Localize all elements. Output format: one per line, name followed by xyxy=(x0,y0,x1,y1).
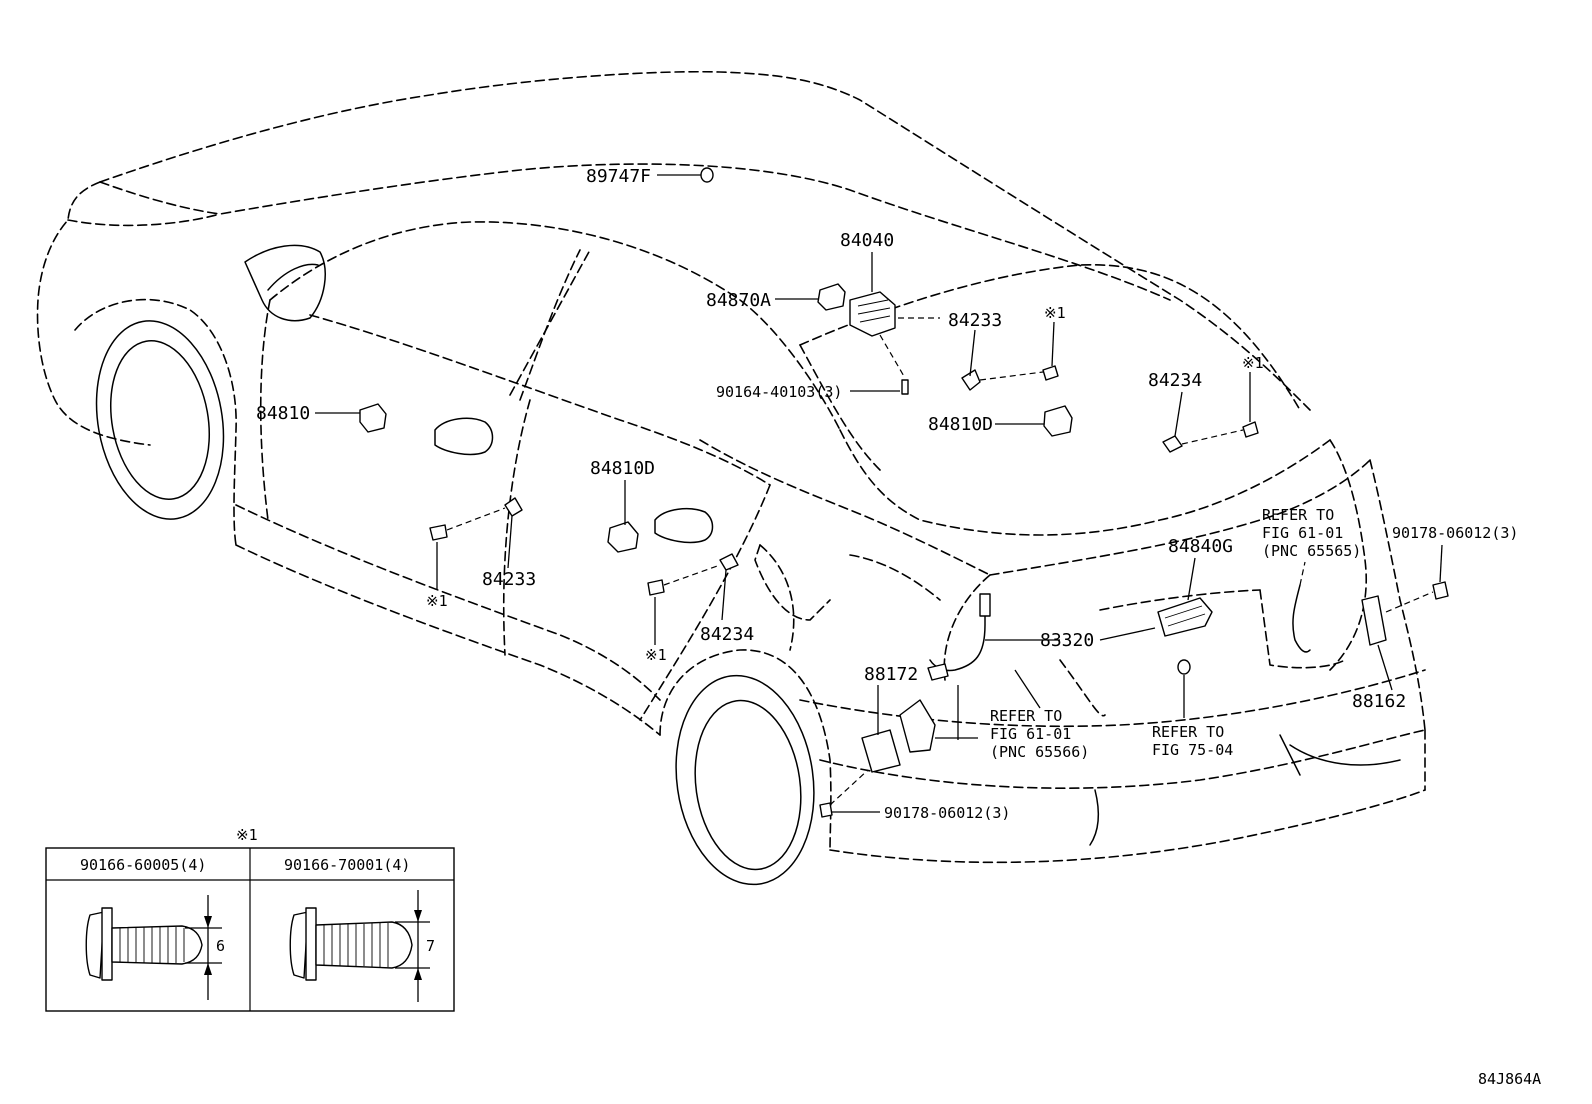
inset-dim-1: 6 xyxy=(216,937,225,955)
inset-dim-2: 7 xyxy=(426,937,435,955)
sensor-88162 xyxy=(1361,595,1387,646)
parts xyxy=(359,167,1449,818)
leader-lines xyxy=(315,174,1443,813)
label-88162: 88162 xyxy=(1352,691,1406,712)
nut-90178-bottom xyxy=(819,802,833,818)
label-90164: 90164-40103(3) xyxy=(716,383,842,401)
label-84234-top: 84234 xyxy=(1148,370,1202,391)
ref-fig-6101-a-line3: (PNC 65565) xyxy=(1262,542,1361,560)
label-84870a: 84870A xyxy=(706,290,771,311)
inset-col2-header: 90166-70001(4) xyxy=(284,856,410,874)
switch-84040 xyxy=(849,291,896,337)
clip-84234-top xyxy=(1162,435,1183,453)
label-83320: 83320 xyxy=(1040,630,1094,651)
label-84810d-top: 84810D xyxy=(928,414,993,435)
fastener-inset-table: ※1 90166-60005(4) 90166-70001(4) 6 xyxy=(45,826,455,1012)
label-90178-right: 90178-06012(3) xyxy=(1392,524,1518,542)
note-mark-side-1: ※1 xyxy=(426,592,448,610)
reference-notes: REFER TO FIG 61-01 (PNC 65565) REFER TO … xyxy=(990,506,1361,761)
ref-fig-6101-a-line1: REFER TO xyxy=(1262,506,1334,524)
switch-84810d-top xyxy=(1043,405,1073,437)
car-solid-details xyxy=(95,244,1401,886)
bolt-90166-70001-icon: 7 xyxy=(289,890,435,1002)
clip-84233-top xyxy=(961,369,981,391)
switch-84870a xyxy=(817,283,846,311)
label-90178-bottom: 90178-06012(3) xyxy=(884,804,1010,822)
inset-col1-header: 90166-60005(4) xyxy=(80,856,206,874)
ref-fig-6101-a-line2: FIG 61-01 xyxy=(1262,524,1343,542)
inset-note-mark: ※1 xyxy=(236,826,258,844)
nut-90178-right xyxy=(1432,581,1449,600)
part-labels: 89747F 84040 84870A 84233 ※1 90164-40103… xyxy=(256,166,1518,822)
note-mark-top-2: ※1 xyxy=(1242,354,1264,372)
clip-84233-side xyxy=(504,497,523,517)
screw-top-2 xyxy=(1242,421,1259,438)
screw-side-2 xyxy=(647,579,665,596)
label-84233-top: 84233 xyxy=(948,310,1002,331)
note-mark-top-1: ※1 xyxy=(1044,304,1066,322)
label-89747f: 89747F xyxy=(586,166,651,187)
grommet-89747f xyxy=(700,167,714,183)
screw-90164 xyxy=(901,379,909,395)
ref-fig-6101-b-line1: REFER TO xyxy=(990,707,1062,725)
label-88172: 88172 xyxy=(864,664,918,685)
sensor-88172 xyxy=(861,729,901,773)
switch-84810d-side xyxy=(607,521,639,553)
car-body-outline xyxy=(36,70,1426,864)
note-mark-side-2: ※1 xyxy=(645,646,667,664)
bracket-88172 xyxy=(899,699,936,753)
switch-84840g xyxy=(1157,597,1213,637)
harness-83320 xyxy=(929,597,986,672)
label-84810d-side: 84810D xyxy=(590,458,655,479)
diagram-id: 84J864A xyxy=(1478,1070,1541,1088)
label-84840g: 84840G xyxy=(1168,536,1233,557)
label-84810: 84810 xyxy=(256,403,310,424)
label-84234-side: 84234 xyxy=(700,624,754,645)
screw-side-1 xyxy=(429,524,448,541)
bolt-90166-60005-icon: 6 xyxy=(85,895,225,1000)
screw-top-1 xyxy=(1042,365,1059,381)
ref-fig-6101-b-line3: (PNC 65566) xyxy=(990,743,1089,761)
ref-fig-7504-line1: REFER TO xyxy=(1152,723,1224,741)
label-84233-side: 84233 xyxy=(482,569,536,590)
clip-84234-side xyxy=(719,553,739,571)
switch-84810 xyxy=(359,403,387,433)
ref-fig-6101-b-line2: FIG 61-01 xyxy=(990,725,1071,743)
label-84040: 84040 xyxy=(840,230,894,251)
ref-fig-7504-line2: FIG 75-04 xyxy=(1152,741,1233,759)
